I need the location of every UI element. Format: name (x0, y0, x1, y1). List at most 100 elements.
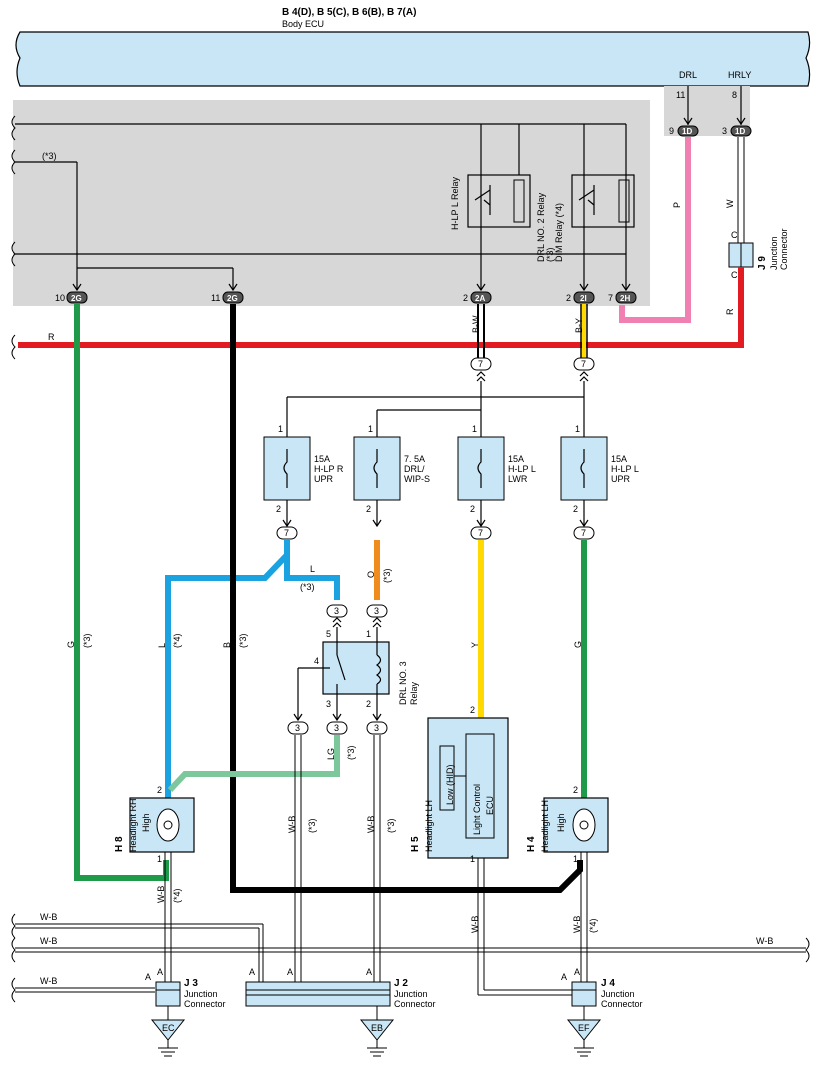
j2-name1: Junction (394, 989, 428, 999)
j2-code: J 2 (394, 978, 408, 989)
fuse1-pin2: 2 (276, 504, 281, 514)
hlp-relay-coil (513, 179, 525, 223)
j4-name2: Connector (601, 999, 643, 1009)
wire-wb-bus-1: W-B (40, 912, 57, 922)
svg-text:UPR: UPR (314, 474, 334, 484)
drl2-relay-label-1: DRL NO. 2 Relay (536, 192, 546, 262)
fuse4-pin2: 2 (573, 504, 578, 514)
svg-text:H-LP L: H-LP L (508, 464, 536, 474)
lce-label-2: ECU (485, 796, 495, 815)
wire-wb-label-2: W-B (366, 816, 376, 833)
drl2-relay-switch (578, 185, 595, 215)
pin-11: 11 (211, 293, 220, 303)
j9-code: J 9 (757, 256, 768, 270)
wire-wb-bus-2: W-B (40, 936, 57, 946)
wb-headlight-wires (164, 852, 588, 982)
headlight-rh-bulb (156, 808, 180, 842)
conn-7-fuse4-label: 7 (581, 528, 586, 538)
wire-l-label-2: L (157, 643, 167, 648)
ground-ef: EF (566, 1006, 602, 1057)
star3-black: (*3) (238, 633, 248, 648)
conn-7-bw-label: 7 (478, 359, 483, 369)
wire-wb-label-h5: W-B (470, 916, 480, 933)
hlp-relay-label: H-LP L Relay (450, 176, 460, 230)
ground-eb: EB (359, 1006, 395, 1057)
drl2-relay-label-2: (*3) (545, 247, 555, 262)
h5-pin2: 2 (470, 705, 475, 715)
wb-wires-relay (294, 735, 381, 985)
junction-block-wiring (15, 123, 627, 290)
j9-name2: Connector (779, 228, 789, 270)
lce-label-1: Light Control (472, 784, 482, 835)
fuse-drl-wip: 1 7. 5A DRL/ WIP-S (353, 424, 430, 501)
star4-blue: (*4) (172, 633, 182, 648)
gray-connectors (66, 291, 637, 304)
h4-pin2: 2 (573, 785, 578, 795)
relay3-pin1: 1 (366, 629, 371, 639)
green-wire-left (74, 304, 169, 881)
j9-c-top: C (731, 230, 738, 240)
j9-c-bottom: C (731, 270, 738, 280)
fuse2-pin2: 2 (366, 504, 371, 514)
j3-a-left: A (145, 972, 151, 982)
pin-hrly: 8 (732, 90, 737, 100)
j2-connector (245, 981, 391, 1007)
j2-a-1: A (249, 967, 255, 977)
drl2-relay-coil (618, 179, 630, 223)
conn-2i: 2I (580, 294, 587, 303)
wire-wb-bus-4: W-B (756, 936, 773, 946)
black-wire-b (230, 304, 583, 893)
pink-wire (619, 137, 691, 323)
conn-7-fuse1-label: 7 (284, 528, 289, 538)
hrly-label: HRLY (728, 70, 751, 80)
fuse-hlp-l-lwr: 1 15A H-LP L LWR (457, 424, 536, 501)
wire-g-label-right: G (573, 641, 583, 648)
drl3-relay (322, 641, 390, 695)
junction-block-area (13, 100, 650, 306)
diagram-subtitle: Body ECU (282, 19, 324, 29)
svg-text:15A: 15A (314, 454, 330, 464)
j2-a-2: A (287, 967, 293, 977)
wire-b-label: B (222, 642, 232, 648)
svg-text:1: 1 (575, 424, 580, 434)
relay3-pin2: 2 (366, 699, 371, 709)
conn-7-bw (470, 357, 492, 371)
wire-r-label: R (48, 332, 55, 342)
j3-name1: Junction (184, 989, 218, 999)
fuse-bus (286, 381, 585, 437)
svg-text:EF: EF (578, 1023, 590, 1033)
conn-2a: 2A (475, 294, 485, 303)
ground-ec: EC (150, 1006, 186, 1057)
pin-10: 10 (55, 293, 65, 303)
low-hid-label: Low (HID) (445, 764, 455, 805)
svg-text:WIP-S: WIP-S (404, 474, 430, 484)
svg-text:1: 1 (278, 424, 283, 434)
star3-lg: (*3) (346, 745, 356, 760)
drl3-relay-internals (297, 627, 382, 720)
conn-1d-b (730, 125, 752, 137)
j4-a-left: A (561, 972, 567, 982)
fuse3-pin2: 2 (470, 504, 475, 514)
hlp-relay-switch (474, 185, 491, 215)
conn-7-by (573, 357, 595, 371)
svg-text:7. 5A: 7. 5A (404, 454, 425, 464)
svg-text:LWR: LWR (508, 474, 528, 484)
svg-text:15A: 15A (611, 454, 627, 464)
conn-7-by-label: 7 (581, 359, 586, 369)
star3-note-top: (*3) (42, 151, 57, 161)
wire-wb-bus-3: W-B (40, 976, 57, 986)
j4-a-top: A (574, 967, 580, 977)
pin-2h: 7 (608, 293, 613, 303)
wb-ground-bus (15, 923, 806, 996)
drl3-relay-label-2: Relay (409, 681, 419, 705)
h5-pin1: 1 (470, 854, 475, 864)
blue-wire-l (165, 540, 290, 798)
star3-blue: (*3) (300, 582, 315, 592)
conn-7-fuse4 (573, 526, 595, 540)
drl2-relay (571, 174, 635, 228)
svg-text:15A: 15A (508, 454, 524, 464)
wire-y-label: Y (470, 642, 480, 648)
conn-7-fuse3 (470, 526, 492, 540)
light-control-ecu (465, 733, 495, 839)
svg-text:UPR: UPR (611, 474, 631, 484)
